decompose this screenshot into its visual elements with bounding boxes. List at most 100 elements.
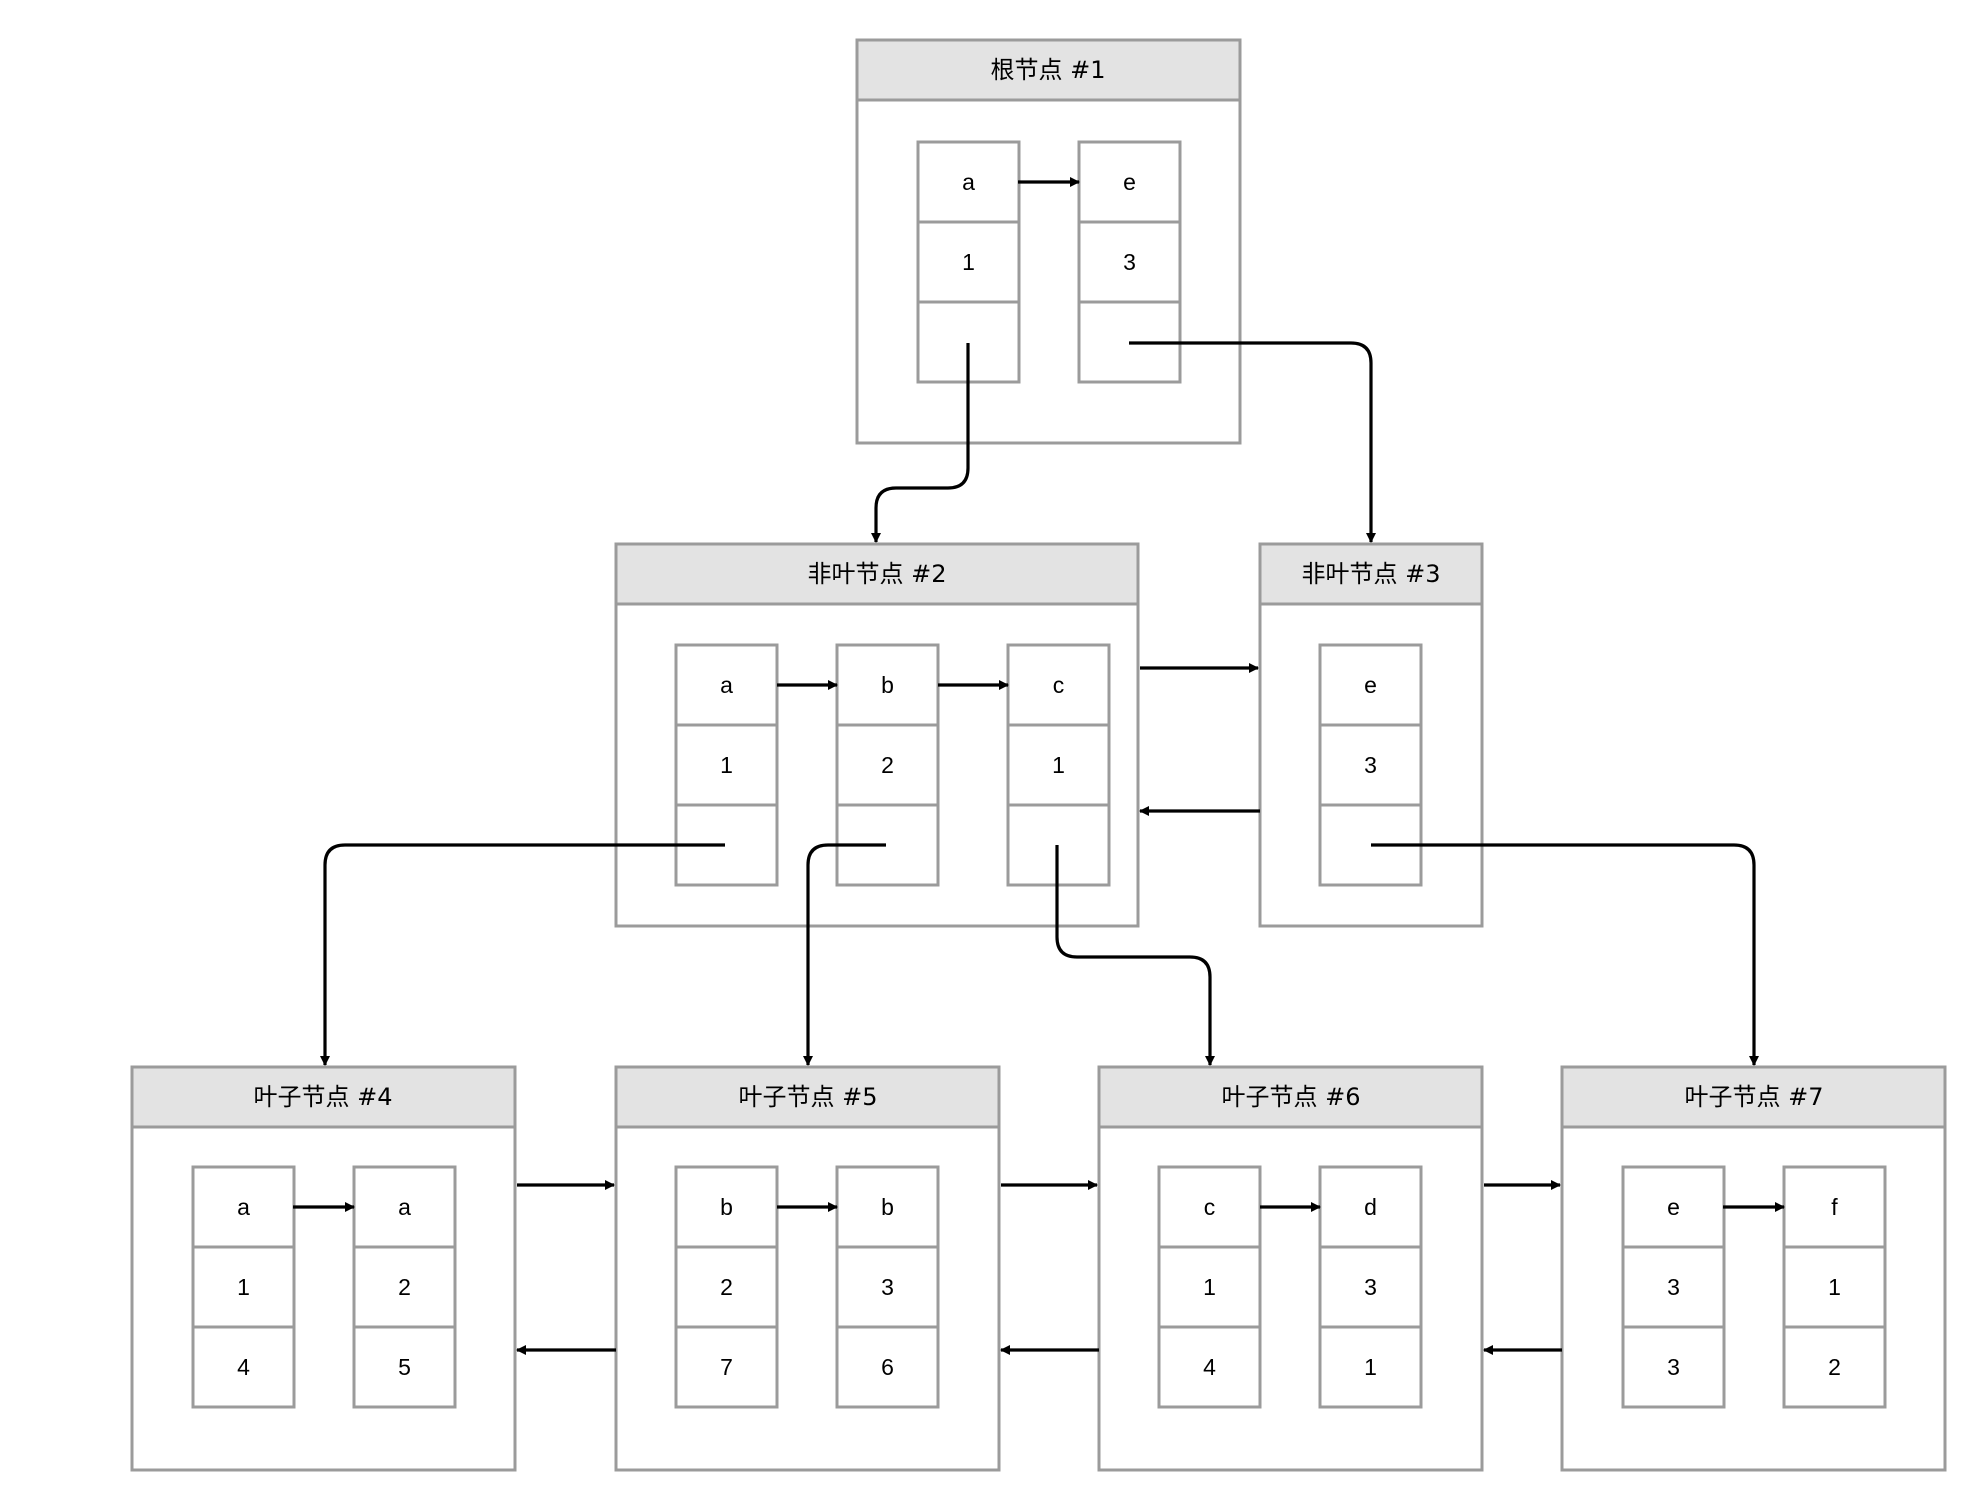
record-cell-value-text: 1 — [1828, 1274, 1841, 1300]
record-cell-key — [1782, 1165, 1887, 1249]
record-cell-pointer-text: 4 — [1203, 1354, 1216, 1380]
pointer-n2-a-to-leaf-4 — [320, 843, 725, 1066]
record-cell-key — [1318, 643, 1423, 727]
record: a1 — [674, 643, 779, 887]
record-cell-pointer-text: 2 — [1828, 1354, 1841, 1380]
records-nonleaf-3: e3 — [1318, 643, 1423, 887]
record-cell-value — [352, 1245, 457, 1329]
node-title: 非叶节点 #3 — [1301, 560, 1440, 588]
node-title: 叶子节点 #5 — [738, 1083, 877, 1111]
record-cell-pointer — [1157, 1325, 1262, 1409]
record-cell-value-text: 3 — [1364, 752, 1377, 778]
node-title: 非叶节点 #2 — [807, 560, 946, 588]
record-cell-value-text: 1 — [237, 1274, 250, 1300]
node-title: 根节点 #1 — [990, 56, 1105, 84]
record: c 1 4 — [1157, 1165, 1262, 1409]
record-cell-value — [191, 1245, 296, 1329]
record-cell-value-text: 1 — [720, 752, 733, 778]
edges — [293, 177, 1785, 1355]
record: e3 — [1077, 140, 1182, 384]
record-cell-pointer — [191, 1325, 296, 1409]
record: a 2 5 — [352, 1165, 457, 1409]
record-cell-value — [1318, 723, 1423, 807]
record-cell-key — [1621, 1165, 1726, 1249]
record-cell-value — [1621, 1245, 1726, 1329]
record-cell-key-text: a — [398, 1194, 411, 1220]
records-leaf-7: e 3 3 f 1 2 — [1621, 1165, 1887, 1409]
records-leaf-4: a 1 4 a 2 5 — [191, 1165, 457, 1409]
record: b 2 7 — [674, 1165, 779, 1409]
record-cell-value-text: 1 — [962, 249, 975, 275]
record-cell-key-text: a — [237, 1194, 250, 1220]
record-cell-pointer — [674, 1325, 779, 1409]
record-cell-value — [1077, 220, 1182, 304]
node-title: 叶子节点 #4 — [253, 1083, 392, 1111]
pointer-root-e-to-node-3 — [1129, 341, 1376, 543]
record-cell-key-text: d — [1364, 1194, 1377, 1220]
record-cell-value-text: 2 — [881, 752, 894, 778]
pointer-n2-c-to-leaf-6 — [1055, 845, 1215, 1066]
node-root-1: 根节点 #1 — [855, 38, 1242, 445]
node-leaf-6: 叶子节点 #6 — [1097, 1065, 1484, 1472]
record-cell-key-text: b — [881, 672, 894, 698]
record-cell-key-text: c — [1053, 672, 1065, 698]
record: b 3 6 — [835, 1165, 940, 1409]
pointer-n2-b-to-leaf-5 — [803, 843, 886, 1066]
record-cell-key-text: b — [720, 1194, 733, 1220]
record-cell-pointer — [352, 1325, 457, 1409]
node-title: 叶子节点 #6 — [1221, 1083, 1360, 1111]
record-cell-pointer-text: 4 — [237, 1354, 250, 1380]
record-cell-pointer-text: 3 — [1667, 1354, 1680, 1380]
record-cell-pointer-text: 5 — [398, 1354, 411, 1380]
record-cell-value-text: 2 — [720, 1274, 733, 1300]
record-cell-value — [1782, 1245, 1887, 1329]
record-cell-pointer — [1782, 1325, 1887, 1409]
record-cell-value-text: 1 — [1203, 1274, 1216, 1300]
record: a 1 4 — [191, 1165, 296, 1409]
pointer-n3-e-to-leaf-7 — [1371, 843, 1759, 1066]
record-cell-key — [1157, 1165, 1262, 1249]
record-cell-value-text: 3 — [1364, 1274, 1377, 1300]
record-cell-key-text: f — [1831, 1194, 1838, 1220]
record: e 3 3 — [1621, 1165, 1726, 1409]
record-cell-key-text: b — [881, 1194, 894, 1220]
record-cell-key — [835, 1165, 940, 1249]
pointer-root-a-to-node-2 — [871, 343, 970, 543]
record-cell-pointer — [1621, 1325, 1726, 1409]
record-cell-key-text: e — [1667, 1194, 1680, 1220]
record: f 1 2 — [1782, 1165, 1887, 1409]
node-leaf-5: 叶子节点 #5 — [614, 1065, 1001, 1472]
node-title: 叶子节点 #7 — [1684, 1083, 1823, 1111]
record-cell-value-text: 3 — [1667, 1274, 1680, 1300]
record-cell-value-text: 3 — [1123, 249, 1136, 275]
record: d 3 1 — [1318, 1165, 1423, 1409]
record-cell-key-text: a — [962, 169, 975, 195]
record-cell-pointer-text: 6 — [881, 1354, 894, 1380]
record-cell-key — [674, 1165, 779, 1249]
record-cell-key-text: c — [1204, 1194, 1216, 1220]
record-cell-value-text: 2 — [398, 1274, 411, 1300]
record-cell-value-text: 3 — [881, 1274, 894, 1300]
record: b2 — [835, 643, 940, 887]
record-cell-key-text: e — [1123, 169, 1136, 195]
records-leaf-6: c 1 4 d 3 1 — [1157, 1165, 1423, 1409]
record-cell-value — [835, 723, 940, 807]
record-cell-value — [835, 1245, 940, 1329]
record: e3 — [1318, 643, 1423, 887]
record-cell-value — [674, 723, 779, 807]
node-leaf-4: 叶子节点 #4 — [130, 1065, 517, 1472]
records-leaf-5: b 2 7 b 3 6 — [674, 1165, 940, 1409]
record-cell-key — [1318, 1165, 1423, 1249]
record-cell-pointer — [1318, 1325, 1423, 1409]
record-cell-pointer — [835, 1325, 940, 1409]
record-cell-key-text: a — [720, 672, 733, 698]
node-leaf-7: 叶子节点 #7 — [1560, 1065, 1947, 1472]
record-cell-pointer-text: 7 — [720, 1354, 733, 1380]
record-cell-key — [1077, 140, 1182, 224]
record-cell-pointer-text: 1 — [1364, 1354, 1377, 1380]
record-cell-value — [1006, 723, 1111, 807]
record-cell-value-text: 1 — [1052, 752, 1065, 778]
